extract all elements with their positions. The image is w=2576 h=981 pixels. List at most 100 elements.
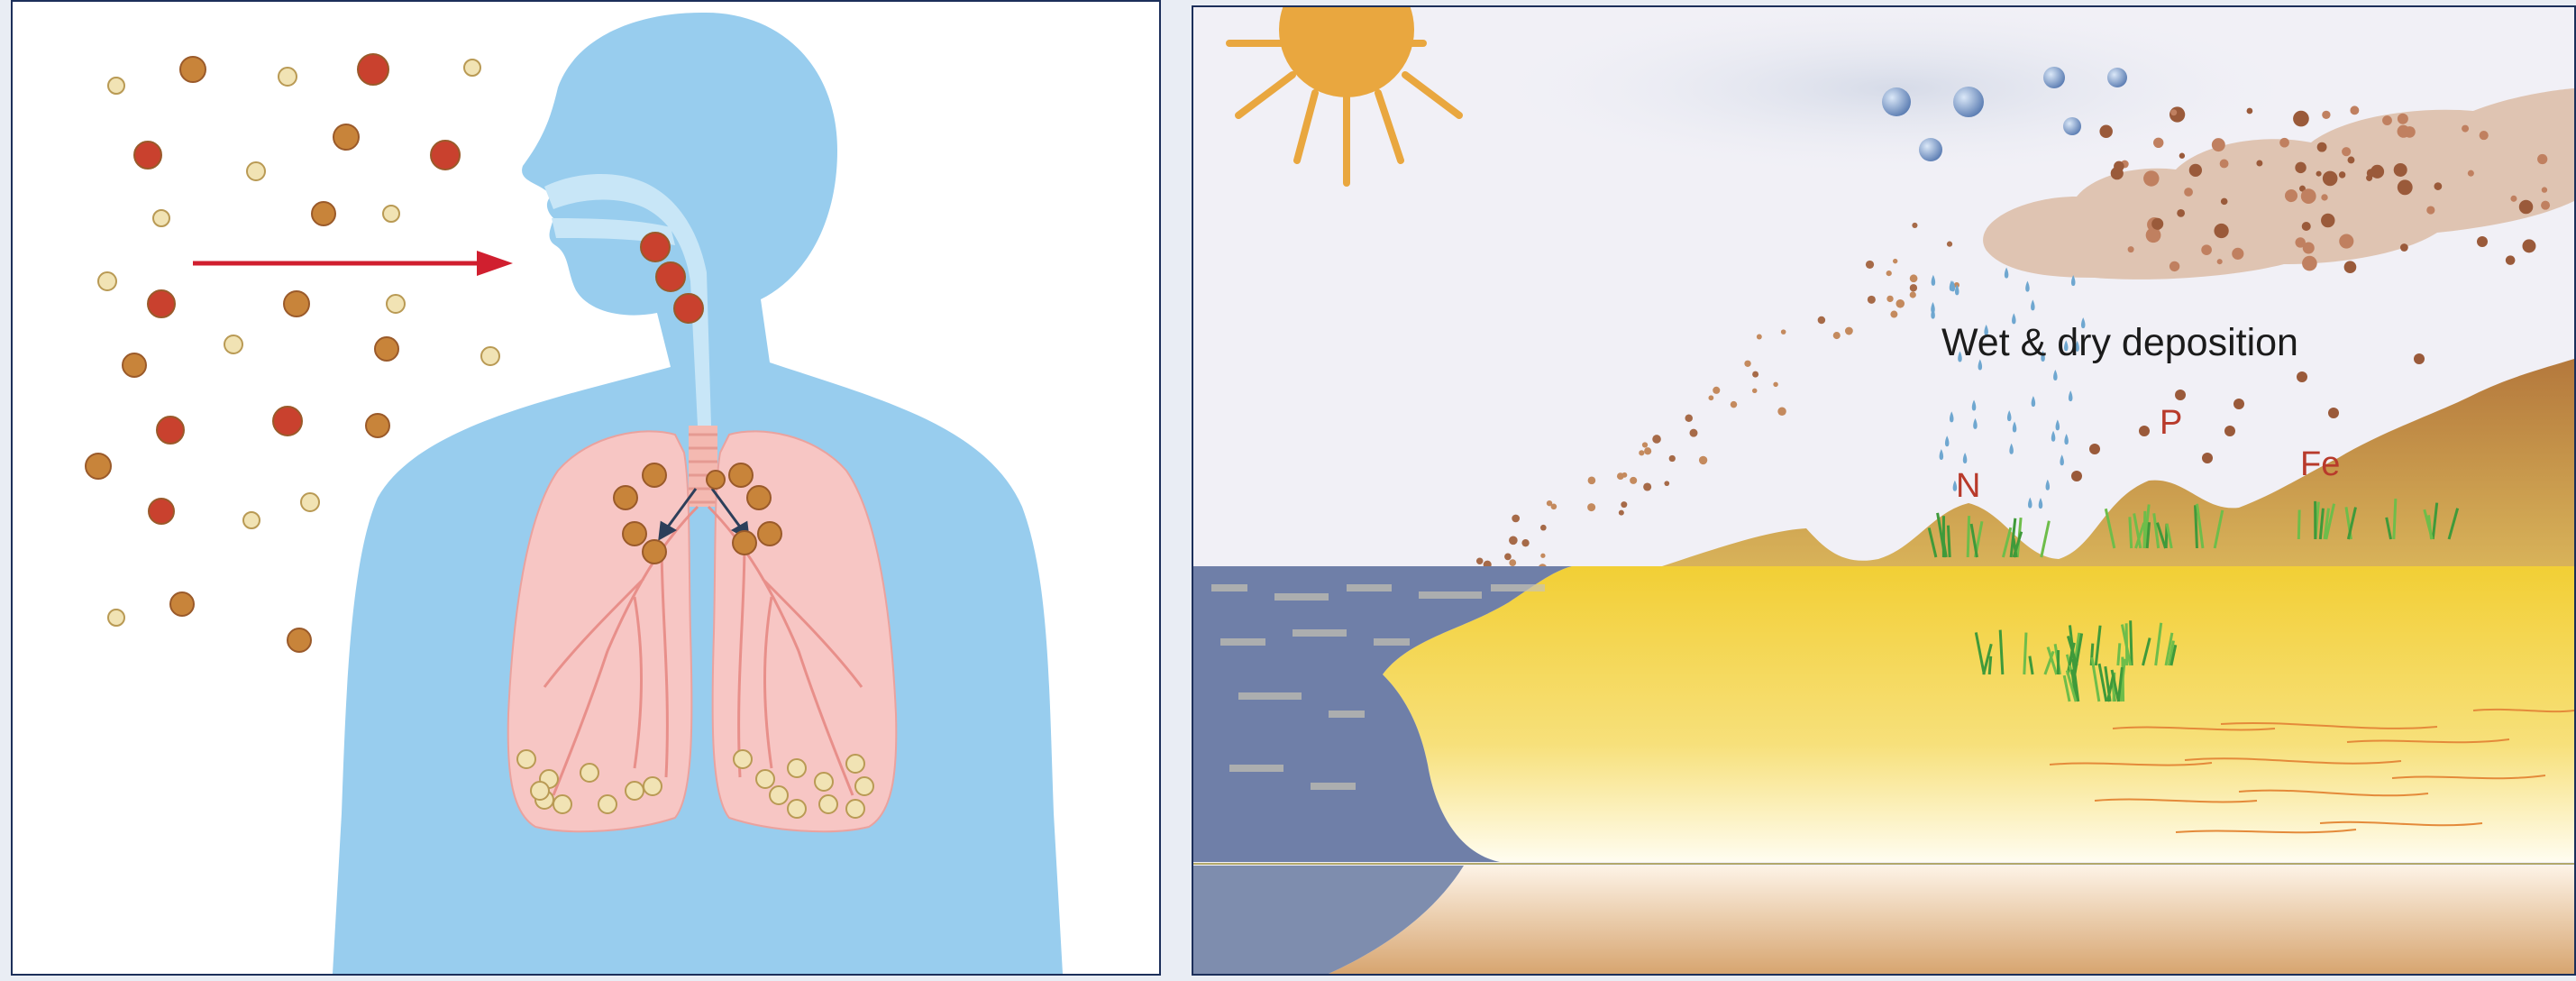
dust-particle (2143, 170, 2159, 186)
dust-particle (1910, 274, 1918, 282)
dust-particle (2342, 147, 2351, 156)
dust-particle (1731, 401, 1737, 408)
dust-particle (2519, 200, 2533, 214)
dust-particle (2477, 236, 2488, 247)
inhalation-arrow (193, 251, 513, 276)
deposition-panel: Wet & dry deposition N P Fe (1192, 5, 2576, 976)
dust-particle (2256, 160, 2262, 167)
dust-particle (1777, 408, 1786, 416)
grass-blade (1989, 656, 1991, 674)
dust-particle (2302, 256, 2317, 271)
grass-blade (2042, 521, 2050, 557)
particle (481, 347, 499, 365)
dust-particle (2153, 138, 2163, 148)
particle (301, 493, 319, 511)
dust-particle (1744, 361, 1750, 367)
dust-particle (2434, 182, 2442, 190)
dust-particle (2233, 399, 2244, 409)
particle (170, 592, 194, 616)
dust-particle (2151, 218, 2163, 230)
raindrop (1932, 275, 1936, 286)
raindrop (2005, 268, 2009, 279)
particle (284, 291, 309, 316)
particle (149, 499, 174, 524)
dust-particle (2398, 179, 2413, 195)
particle (656, 262, 685, 291)
particle (243, 512, 260, 528)
dust-particle (2279, 138, 2289, 148)
raindrop (2051, 431, 2056, 442)
particle (729, 463, 753, 487)
dust-particle (1669, 455, 1676, 462)
dust-particle (2224, 426, 2235, 436)
dust-particle (2541, 201, 2550, 210)
dust-particle (1630, 477, 1637, 484)
dust-particle (1588, 477, 1596, 485)
dust-particle (2220, 160, 2229, 169)
dust-particle (1947, 242, 1952, 247)
particle (707, 471, 725, 489)
dust-particle (2217, 259, 2223, 264)
dust-particle (1893, 259, 1897, 263)
raindrop (2025, 281, 2030, 292)
raindrop (2060, 454, 2064, 465)
particle (674, 294, 703, 323)
deposition-title: Wet & dry deposition (1941, 321, 2298, 365)
dust-particle (2348, 157, 2355, 164)
particle (644, 777, 662, 795)
particle (623, 522, 646, 546)
dust-particle (1752, 371, 1758, 378)
dust-particle (1664, 481, 1669, 486)
dust-particle (2189, 164, 2202, 177)
dust-particle (2522, 239, 2535, 252)
dust-particle (2506, 255, 2516, 265)
dust-particle (2394, 163, 2407, 177)
dust-particle (2339, 171, 2345, 178)
raindrop (2046, 480, 2051, 490)
particle (770, 786, 788, 804)
ground-band (1329, 866, 2574, 974)
raindrop (2039, 498, 2043, 509)
particle (288, 628, 311, 652)
dust-particle (2382, 115, 2392, 125)
dust-particle (2370, 165, 2384, 179)
dust-particle (1621, 501, 1627, 508)
dust-particle (2170, 261, 2179, 271)
particle (643, 463, 666, 487)
dust-particle (1890, 311, 1897, 318)
raindrop (2069, 390, 2073, 401)
dust-particle (1652, 435, 1661, 444)
dust-particle (1509, 559, 1516, 566)
dust-particle (1504, 554, 1512, 561)
dust-particle (2285, 189, 2297, 202)
particle (153, 210, 169, 226)
dust-particle (2398, 114, 2408, 124)
dust-particle (1512, 515, 1520, 523)
dust-particle (2214, 224, 2228, 238)
raindrop (1945, 435, 1950, 446)
dust-particle (2114, 161, 2124, 172)
raindrop (2064, 434, 2069, 445)
particle (273, 407, 302, 435)
particle (464, 60, 480, 76)
particle (626, 782, 644, 800)
dust-particle (2344, 261, 2357, 273)
dust-particle (2303, 242, 2315, 253)
particle (788, 759, 806, 777)
dust-particle (2221, 198, 2228, 206)
inhalation-illustration (13, 2, 1159, 974)
dust-particle (1699, 456, 1707, 464)
raindrop (2032, 396, 2036, 407)
particle (224, 335, 242, 353)
dust-particle (1833, 332, 1841, 339)
dust-particle (2139, 426, 2150, 436)
dust-particle (2339, 234, 2353, 248)
particle (134, 142, 161, 169)
dust-particle (1690, 429, 1698, 437)
dust-particle (2321, 194, 2327, 200)
dust-particle (1587, 503, 1595, 511)
dust-particle (1521, 539, 1529, 546)
particle (157, 417, 184, 444)
dust-particle (2400, 243, 2408, 252)
sun-icon (1229, 7, 1459, 183)
